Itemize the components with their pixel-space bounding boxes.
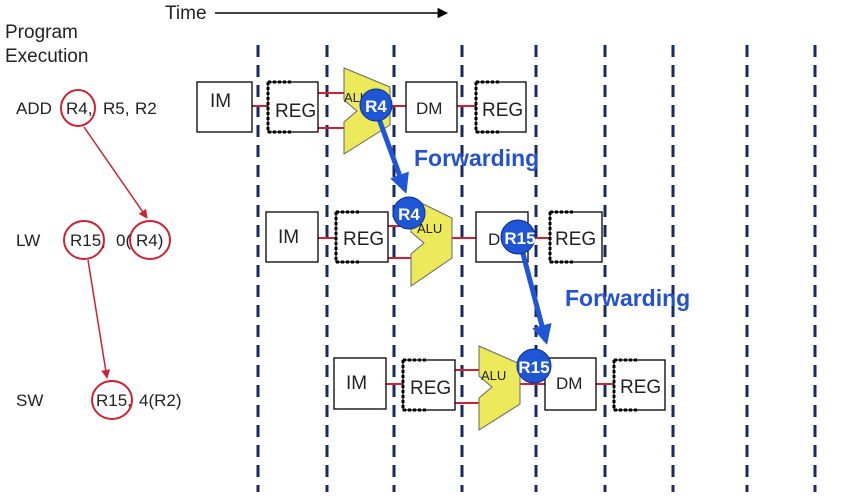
instruction-sw: SW R15, 4(R2) bbox=[16, 391, 182, 410]
reg-writeback-box bbox=[549, 211, 603, 263]
reg-stage-box bbox=[335, 211, 389, 263]
program-execution-label-line1: Program bbox=[5, 22, 78, 43]
arg-r5: R5, bbox=[103, 99, 129, 118]
arg-r4: R4, bbox=[66, 99, 92, 118]
reg-stage-label: REG bbox=[275, 101, 316, 122]
arg-base: 4(R2) bbox=[139, 391, 182, 410]
forwarding-label-2: Forwarding bbox=[565, 285, 690, 311]
dependency-arrow-r15 bbox=[87, 259, 111, 379]
im-stage-box bbox=[265, 211, 319, 263]
svg-text:R4: R4 bbox=[398, 205, 420, 224]
im-stage-label: IM bbox=[210, 91, 231, 112]
program-execution-label-line2: Execution bbox=[5, 46, 88, 67]
arg-r2: R2 bbox=[135, 99, 157, 118]
im-stage-label: IM bbox=[346, 373, 367, 394]
forward-bubble-r4-source: R4 bbox=[359, 88, 393, 122]
reg-writeback-box bbox=[475, 81, 527, 133]
reg-stage-box bbox=[267, 81, 319, 133]
forward-bubble-r4-dest: R4 bbox=[392, 196, 426, 230]
dependency-circle-sw-r15 bbox=[91, 380, 133, 420]
dependency-circle-lw-r4 bbox=[129, 220, 171, 260]
forward-bubble-r15-dest: R15 bbox=[516, 348, 552, 384]
im-stage-label: IM bbox=[278, 227, 299, 248]
arg-r15: R15, bbox=[70, 231, 106, 250]
opcode-sw: SW bbox=[16, 391, 43, 410]
svg-text:R15: R15 bbox=[518, 358, 549, 377]
instruction-lw: LW R15, 0( R4) bbox=[16, 231, 163, 250]
reg-stage-box bbox=[402, 359, 456, 411]
cycle-lines bbox=[256, 45, 817, 492]
forwarding-label-1: Forwarding bbox=[414, 145, 539, 171]
dependency-circle-add-r4 bbox=[60, 89, 96, 127]
pipeline-row-sw: IM REG ALU DM REG bbox=[333, 345, 666, 431]
reg-writeback-label: REG bbox=[620, 377, 661, 398]
forward-bubble-r15-source: R15 bbox=[500, 219, 536, 255]
im-stage-box bbox=[196, 81, 253, 133]
dependency-circle-lw-r15 bbox=[63, 220, 105, 260]
alu-shape bbox=[478, 345, 521, 431]
dependency-arrow-r4 bbox=[83, 126, 148, 219]
im-stage-box bbox=[333, 357, 387, 410]
forwarding-arrow-r4 bbox=[376, 118, 409, 194]
arg-r15: R15, bbox=[96, 391, 132, 410]
arg-offset: 0( bbox=[116, 231, 131, 250]
dm-stage-box bbox=[544, 357, 597, 411]
reg-stage-label: REG bbox=[343, 229, 384, 250]
dm-stage-label-partial: D bbox=[488, 230, 500, 249]
instruction-add: ADD R4, R5, R2 bbox=[16, 99, 157, 118]
opcode-lw: LW bbox=[16, 231, 40, 250]
reg-writeback-label: REG bbox=[482, 100, 523, 121]
alu-label: ALU bbox=[417, 221, 442, 236]
dm-stage-box bbox=[405, 81, 458, 133]
svg-text:R15: R15 bbox=[504, 229, 535, 248]
opcode-add: ADD bbox=[16, 99, 52, 118]
reg-stage-label: REG bbox=[410, 378, 451, 399]
dm-stage-label: DM bbox=[556, 374, 582, 393]
reg-writeback-box bbox=[613, 359, 666, 411]
time-label: Time bbox=[165, 3, 207, 24]
reg-writeback-label: REG bbox=[555, 229, 596, 250]
arg-r4-base: R4) bbox=[136, 231, 163, 250]
svg-text:R4: R4 bbox=[365, 97, 387, 116]
alu-label: ALU bbox=[481, 368, 506, 383]
dm-stage-label: DM bbox=[416, 99, 442, 118]
pipeline-row-lw: IM REG ALU D REG bbox=[265, 197, 603, 287]
forwarding-arrow-r15 bbox=[519, 249, 552, 345]
